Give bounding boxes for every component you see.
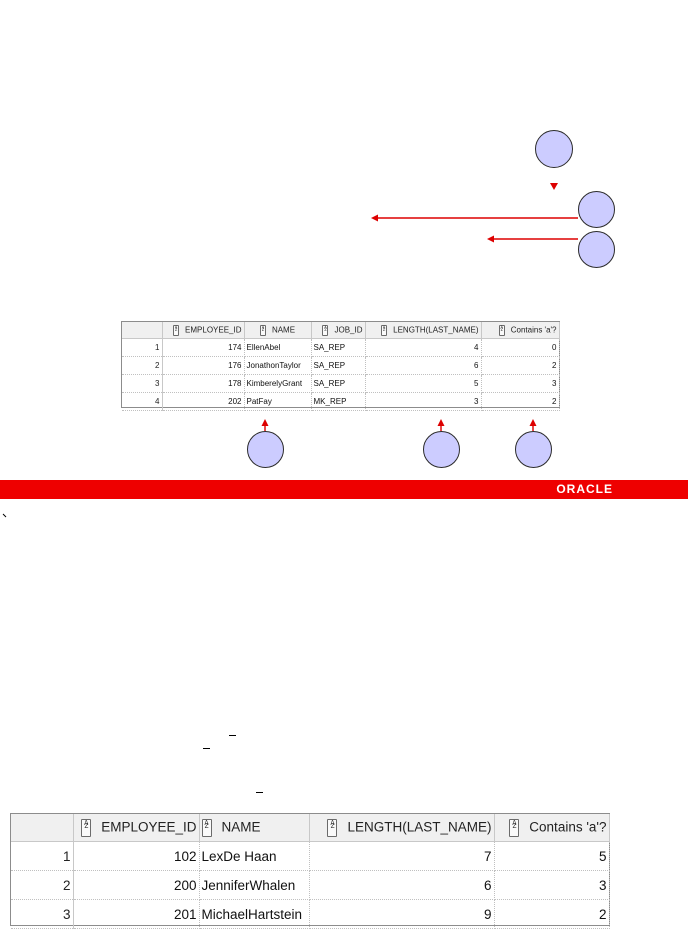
column-header-label: EMPLOYEE_ID <box>185 325 242 335</box>
cell-employee-id[interactable]: 102 <box>73 841 200 871</box>
column-header-label: LENGTH(LAST_NAME) <box>347 819 492 835</box>
row-number: 2 <box>122 356 163 375</box>
cell-employee-id[interactable]: 201 <box>73 899 200 929</box>
table-row[interactable]: 2 176 JonathonTaylor SA_REP 6 2 <box>122 356 560 375</box>
table-row[interactable]: 1 174 EllenAbel SA_REP 4 0 <box>122 338 560 357</box>
column-header-label: EMPLOYEE_ID <box>101 819 197 835</box>
cell-job-id[interactable]: SA_REP <box>311 356 366 375</box>
cell-length-last-name[interactable]: 5 <box>365 374 482 393</box>
arrow-head <box>487 235 494 243</box>
cell-length-last-name[interactable]: 9 <box>309 899 495 929</box>
cell-name[interactable]: PatFay <box>244 392 312 411</box>
arrow-head <box>261 419 269 426</box>
cell-employee-id[interactable]: 200 <box>73 870 200 900</box>
table-row[interactable]: 4 202 PatFay MK_REP 3 2 <box>122 392 560 411</box>
cell-contains-a[interactable]: 2 <box>481 356 560 375</box>
table-row[interactable]: 1 102 LexDe Haan 7 5 <box>11 841 610 871</box>
cell-contains-a[interactable]: 0 <box>481 338 560 357</box>
callout-circle <box>515 431 552 468</box>
column-header-label: JOB_ID <box>334 325 363 335</box>
cell-name[interactable]: MichaelHartstein <box>199 899 310 929</box>
row-number-header <box>11 814 74 842</box>
oracle-banner: ORACLE <box>0 480 688 499</box>
cell-employee-id[interactable]: 202 <box>162 392 245 411</box>
row-number-header <box>122 322 163 339</box>
corner-mark <box>2 513 7 518</box>
cell-employee-id[interactable]: 178 <box>162 374 245 393</box>
cell-name[interactable]: EllenAbel <box>244 338 312 357</box>
arrow-down-marker <box>550 183 558 190</box>
row-number: 4 <box>122 392 163 411</box>
cell-length-last-name[interactable]: 7 <box>309 841 495 871</box>
cell-contains-a[interactable]: 2 <box>494 899 610 929</box>
cell-employee-id[interactable]: 174 <box>162 338 245 357</box>
arrow-head <box>371 214 378 222</box>
cell-name[interactable]: JenniferWhalen <box>199 870 310 900</box>
column-header-label: LENGTH(LAST_NAME) <box>393 325 479 335</box>
cell-job-id[interactable]: SA_REP <box>311 338 366 357</box>
column-header-label: NAME <box>271 325 296 335</box>
row-number: 3 <box>122 374 163 393</box>
callout-circle <box>535 130 573 168</box>
cell-employee-id[interactable]: 176 <box>162 356 245 375</box>
cell-name[interactable]: LexDe Haan <box>199 841 310 871</box>
row-number: 1 <box>122 338 163 357</box>
table-row[interactable]: 3 178 KimberelyGrant SA_REP 5 3 <box>122 374 560 393</box>
cell-job-id[interactable]: SA_REP <box>311 374 366 393</box>
callout-circle <box>578 191 615 228</box>
oracle-logo: ORACLE <box>556 482 613 496</box>
cell-length-last-name[interactable]: 6 <box>309 870 495 900</box>
table-row[interactable]: 3 201 MichaelHartstein 9 2 <box>11 899 610 929</box>
table-row[interactable]: 2 200 JenniferWhalen 6 3 <box>11 870 610 900</box>
callout-circle <box>247 431 284 468</box>
row-number: 2 <box>11 870 74 900</box>
cell-job-id[interactable]: MK_REP <box>311 392 366 411</box>
column-header-label: Contains 'a'? <box>529 819 607 835</box>
arrow-head <box>529 419 537 426</box>
column-header-label: NAME <box>221 819 261 835</box>
callout-circle <box>578 231 615 268</box>
callout-circle <box>423 431 460 468</box>
cell-contains-a[interactable]: 2 <box>481 392 560 411</box>
column-header-label: Contains 'a'? <box>510 325 557 335</box>
cell-length-last-name[interactable]: 3 <box>365 392 482 411</box>
row-number: 1 <box>11 841 74 871</box>
cell-contains-a[interactable]: 5 <box>494 841 610 871</box>
row-number: 3 <box>11 899 74 929</box>
cell-contains-a[interactable]: 3 <box>481 374 560 393</box>
cell-length-last-name[interactable]: 6 <box>365 356 482 375</box>
arrow-head <box>437 419 445 426</box>
cell-name[interactable]: JonathonTaylor <box>244 356 312 375</box>
cell-length-last-name[interactable]: 4 <box>365 338 482 357</box>
cell-name[interactable]: KimberelyGrant <box>244 374 312 393</box>
cell-contains-a[interactable]: 3 <box>494 870 610 900</box>
